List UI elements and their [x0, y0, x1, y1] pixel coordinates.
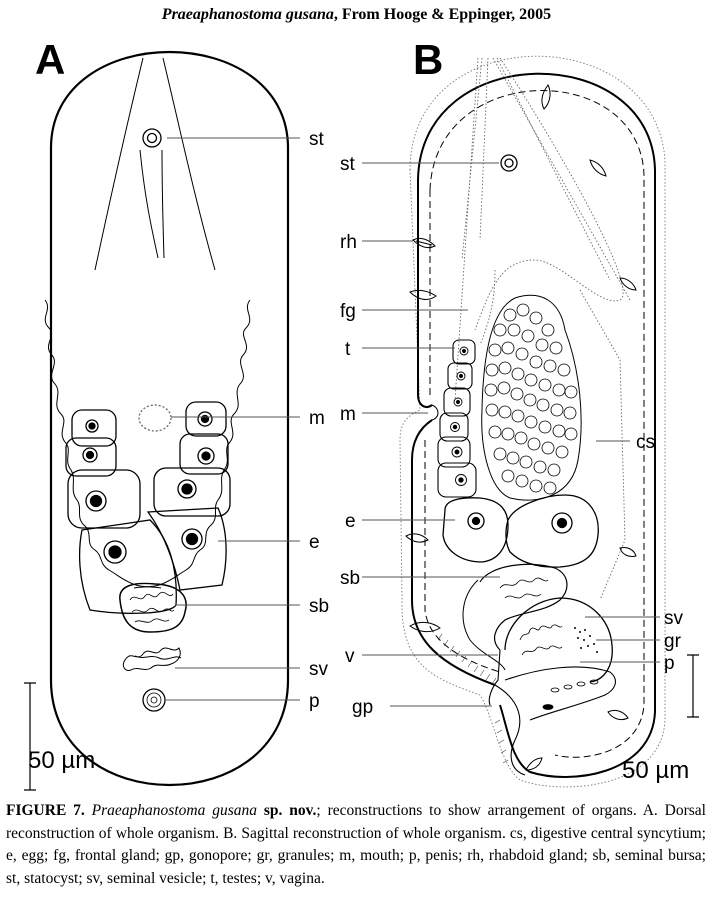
- figure-caption: FIGURE 7. Praeaphanostoma gusana sp. nov…: [6, 800, 706, 890]
- seminal-vesicle-a: [122, 647, 182, 671]
- scale-bar-b: [687, 654, 699, 718]
- egg-b-2-nucleus: [551, 512, 573, 534]
- egg-b-2-nucleolus: [556, 517, 568, 529]
- label-b-gp: gp: [352, 697, 373, 718]
- egg-b-1-nucleolus: [471, 516, 481, 526]
- label-b-rh: rh: [340, 232, 357, 253]
- body-outline-b: [411, 72, 656, 778]
- header-species: Praeaphanostoma gusana: [161, 6, 334, 23]
- label-b-e: e: [345, 511, 356, 532]
- leaders-b: [362, 162, 660, 707]
- seminal-bursa-a-content: [129, 591, 175, 623]
- label-b-fg: fg: [340, 301, 356, 322]
- label-a-m: m: [309, 408, 325, 429]
- penis-a-center: [150, 696, 158, 704]
- egg-b-2: [505, 494, 599, 568]
- penis-a-ring: [146, 692, 162, 708]
- body-outline-b-outer: [399, 55, 666, 788]
- central-syncytium-cells-b: [484, 303, 578, 495]
- label-b-v: v: [345, 646, 355, 667]
- scale-label-a: 50 µm: [28, 747, 95, 774]
- leaders-a: [165, 137, 300, 701]
- label-a-sb: sb: [309, 596, 329, 617]
- egg-a-l3: [67, 469, 141, 529]
- testes-nuclei-b: [450, 346, 469, 486]
- label-b-gr: gr: [664, 631, 682, 652]
- caption-sp-nov: sp. nov.: [263, 802, 317, 819]
- mouth-b: [431, 404, 439, 421]
- header-source: , From Hooge & Eppinger, 2005: [333, 6, 552, 23]
- label-b-st: st: [340, 154, 356, 175]
- label-b-sv: sv: [664, 608, 684, 629]
- seminal-bursa-b: [479, 563, 568, 651]
- label-a-e: e: [309, 532, 320, 553]
- panel-label-a: A: [35, 36, 65, 83]
- egg-a-r2: [179, 433, 229, 475]
- label-b-m: m: [340, 404, 356, 425]
- bursa-wall-b: [462, 579, 506, 671]
- label-b-p: p: [664, 653, 675, 674]
- figure-drawing: A st m e sb sv p 50 µm: [24, 36, 699, 791]
- egg-a-r4: [146, 507, 227, 591]
- cilia-b: [437, 633, 509, 764]
- statocyst-a: [142, 128, 162, 148]
- egg-a-l1: [71, 409, 117, 447]
- label-a-p: p: [309, 691, 320, 712]
- panel-label-b: B: [413, 36, 443, 83]
- body-outline-a: [49, 51, 290, 786]
- label-b-cs: cs: [636, 432, 655, 453]
- seminal-vesicle-b: [504, 597, 613, 683]
- egg-a-l2: [65, 437, 117, 477]
- egg-a-r3: [153, 467, 231, 517]
- labels-b: st rh fg t m cs e sb sv gr v p gp: [340, 154, 684, 718]
- caption-text: ; reconstructions to show arrangement of…: [6, 802, 706, 887]
- egg-b-1: [442, 497, 509, 563]
- seminal-vesicle-b-content: [519, 624, 563, 656]
- egg-a-r1: [185, 401, 227, 437]
- vagina-b: [488, 649, 501, 706]
- rhabdoid-glands-left-a: [44, 299, 162, 589]
- caption-species: Praeaphanostoma gusana: [91, 802, 257, 819]
- penis-b: [504, 666, 616, 721]
- gonopore-b: [494, 684, 526, 776]
- testes-b: [437, 339, 477, 498]
- statocyst-a-inner: [146, 132, 158, 144]
- labels-a: st m e sb sv p: [309, 129, 329, 712]
- granules-b: [574, 627, 598, 653]
- penis-a: [142, 688, 166, 712]
- seminal-bursa-a: [119, 582, 187, 633]
- frontal-gland-b: [454, 57, 631, 601]
- central-syncytium-b: [481, 294, 582, 501]
- figure-header: Praeaphanostoma gusana, From Hooge & Epp…: [0, 6, 713, 24]
- frontal-gland-lines-a: [94, 57, 216, 271]
- label-b-sb: sb: [340, 568, 360, 589]
- mouth-a: [138, 404, 172, 432]
- statocyst-b-inner: [504, 158, 514, 168]
- label-a-sv: sv: [309, 659, 329, 680]
- caption-figure-label: FIGURE 7.: [6, 802, 85, 819]
- label-b-t: t: [345, 339, 351, 360]
- label-a-st: st: [309, 129, 325, 150]
- panel-b: [399, 55, 699, 788]
- statocyst-b: [500, 154, 518, 172]
- seminal-bursa-b-content: [499, 577, 549, 599]
- penis-b-cells: [542, 679, 599, 710]
- nuclei-a: [82, 411, 215, 564]
- rhabdoids-b: [405, 84, 637, 771]
- egg-b-1-nucleus: [467, 512, 485, 530]
- scale-label-b: 50 µm: [622, 757, 689, 784]
- scale-bar-a: [24, 682, 36, 791]
- panel-a: [24, 51, 290, 791]
